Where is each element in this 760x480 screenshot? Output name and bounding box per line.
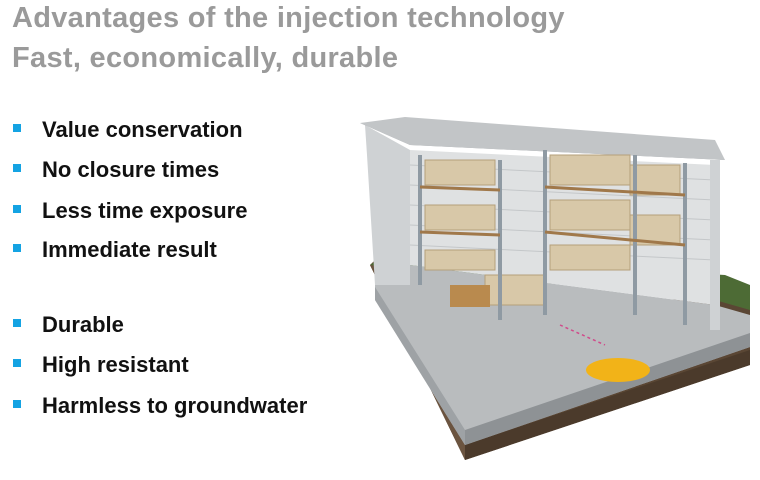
bullet-square-icon — [13, 359, 21, 367]
bullet-item: Harmless to groundwater — [13, 393, 307, 419]
bullet-square-icon — [13, 205, 21, 213]
bullet-item: Value conservation — [13, 117, 243, 143]
slide-subtitle: Fast, economically, durable — [12, 42, 399, 74]
bullet-text: High resistant — [42, 352, 189, 377]
bullet-text: Durable — [42, 312, 124, 337]
bullet-text: Value conservation — [42, 117, 243, 142]
bullet-square-icon — [13, 400, 21, 408]
bullet-text: Harmless to groundwater — [42, 393, 308, 418]
bullet-item: Immediate result — [13, 237, 217, 263]
bullet-item: Less time exposure — [13, 198, 247, 224]
slide-title: Advantages of the injection technology — [12, 2, 565, 34]
bullet-square-icon — [13, 124, 21, 132]
bullet-item: Durable — [13, 312, 124, 338]
bullet-item: High resistant — [13, 352, 189, 378]
bullet-square-icon — [13, 244, 21, 252]
bullet-item: No closure times — [13, 157, 219, 183]
warehouse-cross-section-icon — [360, 117, 750, 460]
bullet-square-icon — [13, 164, 21, 172]
bullet-text: Less time exposure — [42, 198, 248, 223]
bullet-text: Immediate result — [42, 237, 217, 262]
bullet-text: No closure times — [42, 157, 220, 182]
bullet-square-icon — [13, 319, 21, 327]
